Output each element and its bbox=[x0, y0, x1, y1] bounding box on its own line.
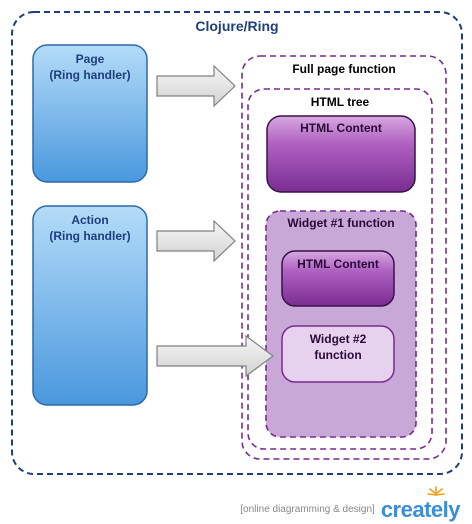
action-handler-sublabel: (Ring handler) bbox=[49, 229, 130, 243]
html-content-box-1 bbox=[266, 115, 416, 193]
arrow-action-to-full-page bbox=[156, 219, 236, 263]
widget2-function-sublabel: function bbox=[314, 348, 361, 362]
page-handler-box bbox=[32, 44, 148, 183]
arrow-page-to-full-page bbox=[156, 64, 236, 108]
action-handler-label: Action bbox=[71, 213, 108, 227]
sun-icon bbox=[427, 486, 445, 496]
html-content-label-1: HTML Content bbox=[300, 121, 382, 135]
html-content-label-2: HTML Content bbox=[297, 257, 379, 271]
clojure-ring-container bbox=[11, 11, 463, 475]
clojure-ring-title: Clojure/Ring bbox=[195, 18, 278, 34]
html-tree-label: HTML tree bbox=[311, 95, 370, 109]
widget2-function-box bbox=[281, 325, 395, 383]
full-page-function-label: Full page function bbox=[292, 62, 395, 76]
widget1-function-label: Widget #1 function bbox=[287, 216, 394, 230]
footer-tagline: [online diagramming & design] bbox=[240, 504, 375, 515]
widget2-function-label: Widget #2 bbox=[310, 332, 367, 346]
action-handler-box bbox=[32, 205, 148, 406]
creately-logo: creately bbox=[380, 486, 461, 522]
html-content-box-2 bbox=[281, 250, 395, 307]
page-handler-label: Page bbox=[76, 52, 105, 66]
widget1-function-container bbox=[265, 210, 417, 438]
footer-branding: [online diagramming & design] creately bbox=[240, 486, 461, 522]
arrow-action-to-widget2 bbox=[156, 334, 275, 378]
creately-logo-text: creately bbox=[380, 497, 461, 522]
page-handler-sublabel: (Ring handler) bbox=[49, 68, 130, 82]
